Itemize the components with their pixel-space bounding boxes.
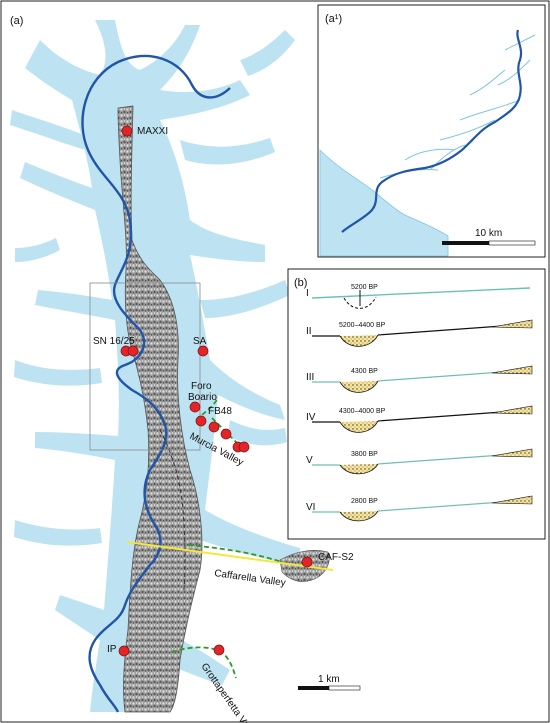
profile-numeral: IV: [306, 412, 316, 423]
profile-age: 5200 BP: [351, 284, 378, 291]
profile-wedge: [491, 405, 533, 415]
site-marker-fb48-2: [208, 421, 220, 433]
profile-numeral: I: [306, 288, 309, 299]
profile-wedge: [491, 495, 533, 505]
profile-age: 5200–4400 BP: [339, 322, 386, 329]
profile-row: V 3800 BP: [306, 448, 533, 475]
site-marker-grottaperfetta: [213, 644, 225, 656]
profile-numeral: III: [306, 372, 314, 383]
site-marker-caf-s2: [301, 556, 313, 568]
cross-section-line: [126, 541, 334, 571]
site-marker-foro-boario: [189, 401, 201, 413]
profile-channel-fill: [339, 334, 379, 347]
profile-row: VI 2800 BP: [306, 495, 533, 522]
profile-row: II 5200–4400 BP: [306, 319, 533, 347]
site-marker-maxxi: [121, 125, 133, 137]
site-label-fb48: FB48: [208, 406, 232, 417]
profile-channel-fill: [339, 380, 379, 393]
main-panel-tag: (a): [10, 15, 23, 27]
profile-numeral: V: [306, 455, 313, 466]
profile-numeral: VI: [306, 502, 315, 513]
profile-panel: (b) I 5200 BP II 5200–4400 BP III 4300 BP IV 43…: [287, 268, 546, 540]
site-label-ip: IP: [107, 644, 117, 655]
site-marker-sa: [197, 345, 209, 357]
inset-river: [341, 29, 523, 233]
profile-age: 4300 BP: [351, 368, 378, 375]
inset-panel-tag: (a¹): [325, 13, 342, 25]
profile-frame: [287, 268, 546, 540]
profile-age: 4300–4000 BP: [339, 408, 386, 415]
profile-age: 2800 BP: [351, 498, 378, 505]
profile-channel-fill: [339, 510, 379, 522]
grottaperfetta-valley-line: [171, 646, 237, 679]
profile-panel-tag: (b): [294, 277, 307, 289]
paleochannel-line: [159, 429, 186, 591]
detail-box: [89, 282, 201, 451]
site-label-sa: SA: [193, 336, 207, 347]
site-marker-sn1625-b: [127, 345, 139, 357]
profile-stack: I 5200 BP II 5200–4400 BP III 4300 BP IV 4300–4…: [306, 284, 533, 522]
site-label-foro-boario: Foro Boario: [188, 381, 217, 403]
inset-map: (a¹) 10 km: [317, 4, 546, 258]
site-marker-ip: [118, 645, 130, 657]
tiber-river: [81, 54, 231, 713]
profile-channel-fill: [339, 463, 379, 475]
profile-row: I 5200 BP: [306, 284, 531, 309]
profile-wedge: [491, 319, 533, 329]
profile-row: III 4300 BP: [306, 365, 533, 393]
profile-incision: [343, 296, 377, 309]
inset-scale-bar: 10 km: [442, 228, 536, 246]
site-marker-fb48-3: [220, 428, 232, 440]
profile-row: IV 4300–4000 BP: [306, 405, 533, 433]
site-label-sn1625: SN 16/25: [93, 336, 135, 347]
profile-wedge: [491, 365, 533, 375]
site-label-caf-s2: CAF-S2: [318, 552, 354, 563]
profile-numeral: II: [306, 326, 312, 337]
profile-age: 3800 BP: [351, 451, 378, 458]
profile-channel-fill: [339, 420, 379, 433]
main-scale-label: 1 km: [318, 674, 340, 685]
site-marker-fb48-5: [238, 441, 250, 453]
profile-wedge: [491, 448, 533, 458]
main-scale-bar: 1 km: [298, 674, 361, 691]
profile-surface: [311, 287, 531, 299]
site-label-maxxi: MAXXI: [137, 126, 168, 137]
site-marker-fb48-1: [195, 415, 207, 427]
site-markers: [118, 125, 313, 657]
inset-scale-label: 10 km: [475, 228, 502, 239]
caffarella-valley-line: [187, 544, 283, 563]
inset-coast: [319, 149, 449, 257]
alluvial-fill: [117, 105, 203, 713]
